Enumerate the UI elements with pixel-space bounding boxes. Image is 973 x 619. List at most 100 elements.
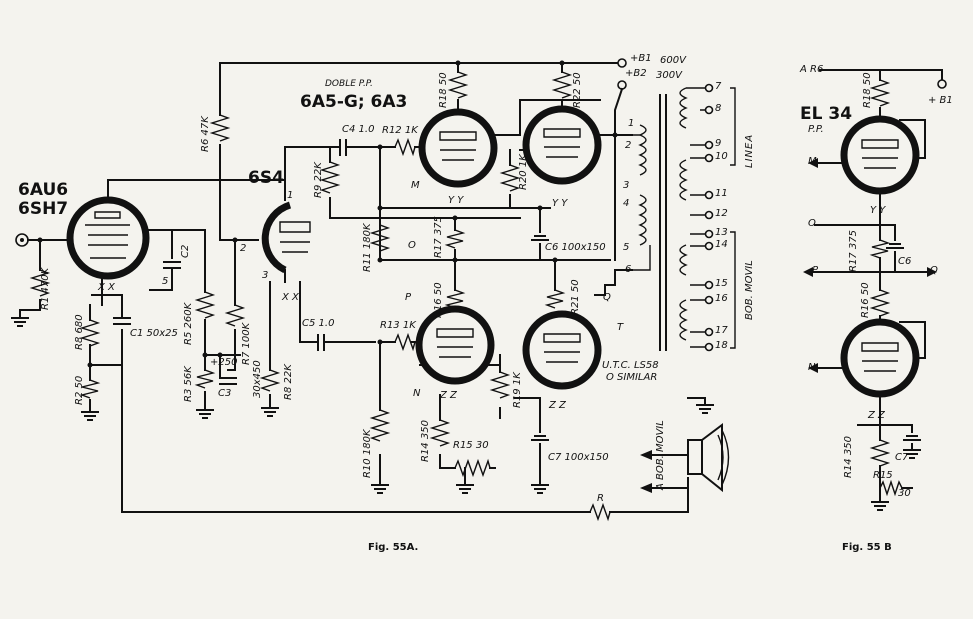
b-label-r15: R15 (873, 470, 893, 481)
resistor-r6 (209, 114, 231, 142)
label-c6: C6 100x150 (545, 242, 606, 253)
b-b1-label: + B1 (928, 95, 953, 106)
resistor-b-r17 (869, 239, 891, 259)
b2-voltage: 300V (656, 70, 682, 81)
pins-lower-right: Z Z (549, 400, 566, 411)
resistor-r15 (454, 458, 491, 478)
label-r9: R9 22K (313, 162, 324, 198)
tube-pp-lower-right (522, 310, 602, 390)
point-q: Q (603, 292, 611, 303)
term-15: 15 (715, 278, 728, 289)
resistor-r5 (194, 291, 216, 319)
resistor-r14 (429, 419, 451, 447)
label-r5: R5 260K (183, 302, 194, 345)
primary-1: 1 (628, 118, 635, 129)
label-r1: R1 470K (40, 267, 51, 310)
resistor-r9 (319, 161, 341, 194)
primary-2: 2 (625, 140, 632, 151)
label-r19: R19 1K (512, 372, 523, 408)
point-n: N (413, 388, 421, 399)
b-point-p: P (812, 265, 819, 276)
pins-upper-right: Y Y (552, 198, 568, 209)
term-17: 17 (715, 325, 728, 336)
tube-6au6 (66, 196, 150, 280)
resistor-r13 (394, 332, 416, 352)
capacitors-55a (113, 139, 356, 385)
pins-tube2: X X (282, 292, 299, 303)
resistor-r8a (79, 319, 101, 347)
label-r17: R17 375 (433, 216, 444, 258)
primary-4: 4 (623, 198, 630, 209)
primary-6: 6 (625, 264, 632, 275)
label-r7: R7 100K (241, 322, 252, 365)
primary-5: 5 (623, 242, 630, 253)
label-r3: R3 56K (183, 366, 194, 402)
label-r: R (597, 493, 604, 504)
resistor-r19 (489, 371, 511, 399)
resistor-r8b (259, 369, 281, 392)
fig-55b-wiring (803, 69, 947, 511)
resistor-r7 (224, 304, 246, 327)
resistor-r20 (499, 164, 521, 192)
term-13: 13 (715, 227, 728, 238)
capacitor-c1 (113, 317, 131, 325)
label-r8b: R8 22K (283, 364, 294, 400)
b-label-r17: R17 375 (848, 230, 859, 272)
resistor-r18 (447, 71, 469, 99)
resistor-r12 (394, 137, 416, 157)
label-c3: C3 (218, 388, 232, 399)
b-pins-zz: Z Z (868, 410, 885, 421)
label-c4: C4 1.0 (342, 124, 375, 135)
term-12: 12 (715, 208, 728, 219)
b-label-r18: R18 50 (862, 72, 873, 108)
resistor-b-r16 (869, 289, 891, 317)
b-label-r15-value: 30 (898, 488, 911, 499)
resistor-r21 (544, 289, 566, 309)
resistor-r1 (29, 269, 51, 297)
label-r2: R2 50 (74, 375, 85, 405)
label-r11: R11 180K (362, 223, 373, 273)
fig-55a-caption: Fig. 55A. (368, 542, 419, 553)
b-point-q: Q (930, 265, 938, 276)
term-10: 10 (715, 151, 728, 162)
pin-3: 3 (262, 270, 269, 281)
label-r6: R6 47K (200, 116, 211, 152)
b-pins-yy: Y Y (870, 205, 886, 216)
b1-voltage: 600V (660, 55, 686, 66)
term-16: 16 (715, 293, 728, 304)
label-r14: R14 350 (420, 420, 431, 462)
resistor-b-r18 (869, 79, 891, 107)
label-c3-value: 30x450 (252, 360, 263, 398)
b-point-o: O (808, 218, 816, 229)
label-c1: C1 50x25 (130, 328, 178, 339)
tube1-name-line1: 6AU6 (18, 180, 69, 200)
pins-tube1: X X (98, 282, 115, 293)
tube-6s4 (261, 201, 292, 274)
resistor-r17 (444, 229, 466, 249)
tube-pp-upper-left (418, 108, 498, 188)
resistor-r16 (444, 289, 466, 309)
pin-5: 5 (162, 276, 169, 287)
resistor-b-r14 (869, 439, 891, 467)
label-r21: R21 50 (570, 279, 581, 315)
point-o: O (408, 240, 416, 251)
tube1-name-line2: 6SH7 (18, 199, 69, 219)
pp-tubes-name: 6A5-G; 6A3 (300, 92, 408, 112)
term-18: 18 (715, 340, 728, 351)
bob-movil-label: BOB. MOVIL (744, 260, 755, 320)
transformer-terminals (704, 83, 714, 352)
tubes-55a (66, 105, 602, 390)
pp-title: DOBLE P.P. (325, 79, 373, 89)
b1-label: +B1 (630, 53, 652, 64)
label-c5: C5 1.0 (302, 318, 335, 329)
label-r15: R15 30 (453, 440, 489, 451)
resistor-r11 (369, 224, 391, 252)
term-7: 7 (715, 81, 722, 92)
speaker-label: A BOB. MOVIL (655, 420, 666, 490)
label-plus250: +250 (210, 357, 238, 368)
b-label-r16: R16 50 (860, 282, 871, 318)
output-transformer (632, 87, 736, 351)
junction-dots (37, 60, 618, 368)
